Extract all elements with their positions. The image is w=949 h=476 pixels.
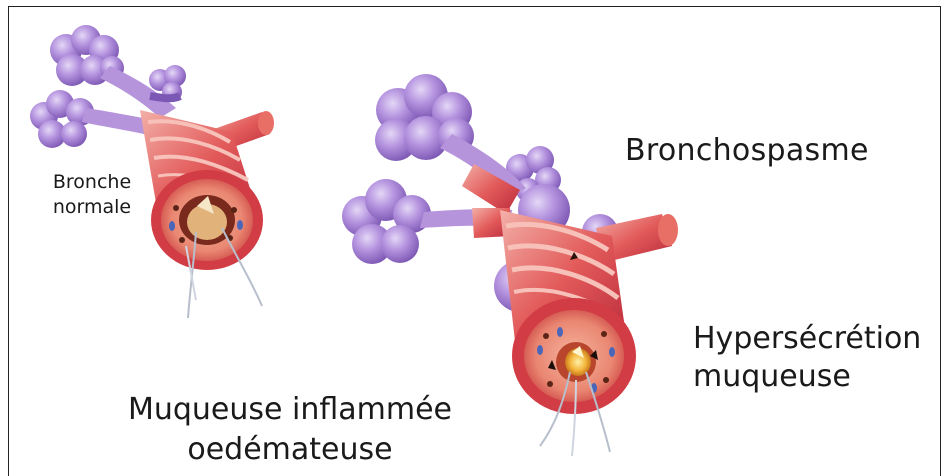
label-hypersecretion-line1: Hypersécrétion — [693, 320, 921, 358]
label-hypersecretion: Hypersécrétion muqueuse — [693, 320, 921, 396]
label-normal-line2: normale — [44, 195, 140, 220]
label-bronchospasm: Bronchospasme — [625, 133, 869, 168]
label-normal-bronchus: Bronche normale — [44, 170, 140, 220]
label-inflamed-line1: Muqueuse inflammée — [115, 390, 465, 430]
label-inflamed-line2: oedémateuse — [115, 430, 465, 470]
label-normal-line1: Bronche — [44, 170, 140, 195]
alveoli-cluster-mid — [342, 179, 431, 264]
label-inflamed-mucosa: Muqueuse inflammée oedémateuse — [115, 390, 465, 470]
label-hypersecretion-line2: muqueuse — [693, 358, 921, 396]
